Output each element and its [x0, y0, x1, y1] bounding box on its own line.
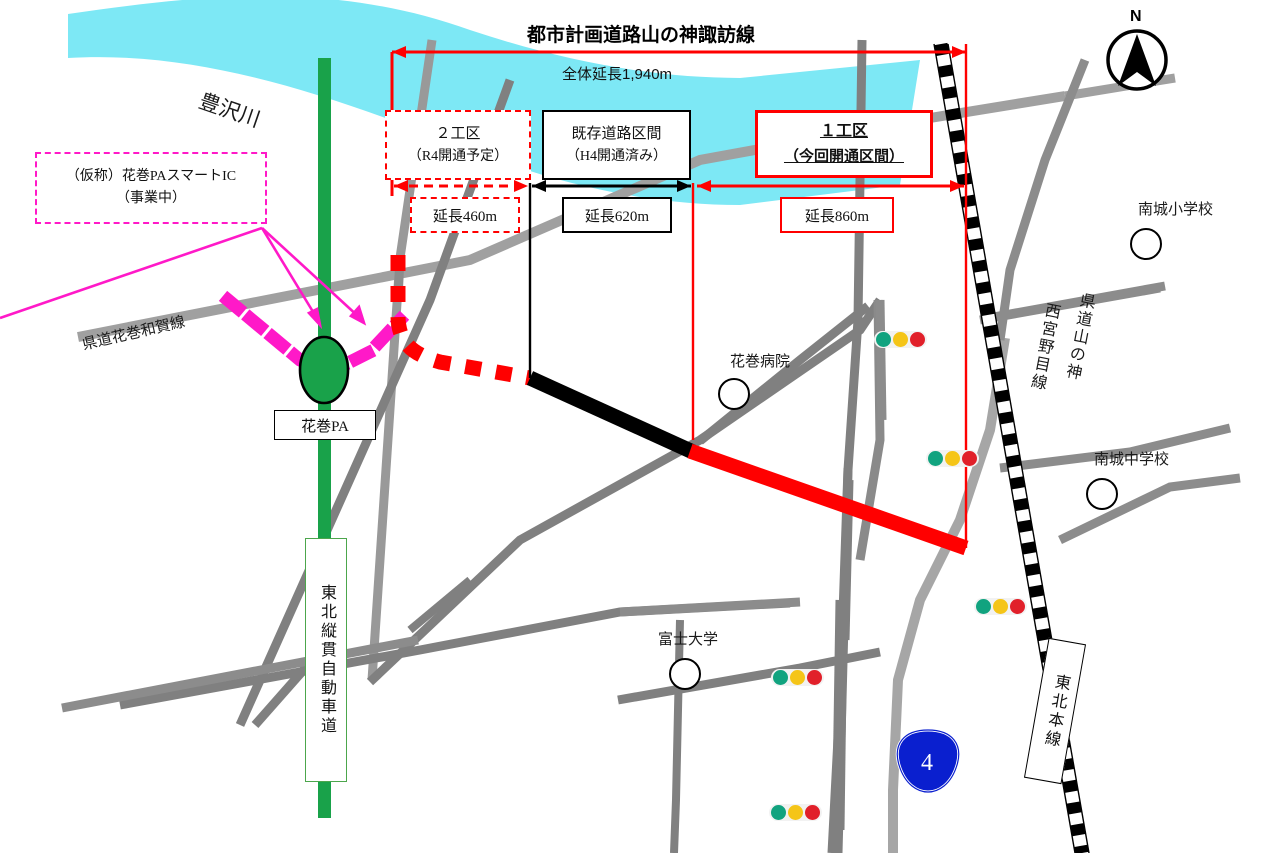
existing-road-section — [526, 371, 697, 459]
section2-callout-line2: （R4開通予定） — [407, 148, 509, 164]
nanjo-junior-high-school-label: 南城中学校 — [1094, 452, 1170, 468]
signal-yellow-lamp — [788, 805, 803, 820]
signal-red-lamp — [962, 451, 977, 466]
smart-ic-callout: （仮称）花巻PAスマートIC （事業中） — [35, 152, 267, 224]
signal-green-lamp — [976, 599, 991, 614]
hanamaki-pa-marker — [298, 335, 350, 405]
tohoku-expressway-label: 東北縦貫自動車道 — [318, 584, 335, 736]
signal-yellow-lamp — [893, 332, 908, 347]
signal-red-lamp — [805, 805, 820, 820]
figure-title: 都市計画道路山の神諏訪線 — [527, 25, 756, 46]
signal-green-lamp — [928, 451, 943, 466]
smart-ic-callout-line1: （仮称）花巻PAスマートIC — [65, 168, 237, 184]
hanamaki-pa-label-box: 花巻PA — [274, 410, 376, 440]
nanjo-elementary-school-marker — [1130, 228, 1162, 260]
nanjo-elementary-school-label: 南城小学校 — [1138, 202, 1214, 218]
signal-green-lamp — [773, 670, 788, 685]
tohoku-main-line-label: 東北本線 — [1040, 672, 1071, 750]
smart-ic-callout-line2: （事業中） — [116, 191, 186, 206]
existing-length-box: 延長620m — [562, 197, 672, 233]
fuji-university-label: 富士大学 — [658, 632, 719, 648]
signal-red-lamp — [807, 670, 822, 685]
signal-green-lamp — [876, 332, 891, 347]
existing-length-label: 延長620m — [584, 208, 650, 225]
section1-length-label: 延長860m — [804, 208, 870, 225]
signal-yellow-lamp — [790, 670, 805, 685]
hanamaki-hospital-marker — [718, 378, 750, 410]
signal-red-lamp — [1010, 599, 1025, 614]
section1-length-box: 延長860m — [780, 197, 894, 233]
existing-section-callout: 既存道路区間 （H4開通済み） — [542, 110, 691, 180]
signal-red-lamp — [910, 332, 925, 347]
smart-ic-callout-arrows — [0, 226, 367, 330]
traffic-signal-3 — [974, 598, 1027, 615]
section2-length-box: 延長460m — [410, 197, 520, 233]
nanjo-junior-high-school-marker — [1086, 478, 1118, 510]
traffic-signal-5 — [769, 804, 822, 821]
hanamaki-hospital-label: 花巻病院 — [730, 354, 791, 370]
traffic-signal-1 — [874, 331, 927, 348]
route-4-shield — [895, 728, 961, 794]
signal-green-lamp — [771, 805, 786, 820]
tohoku-expressway-label-box: 東北縦貫自動車道 — [305, 538, 347, 782]
section2-planned-road — [390, 255, 532, 386]
signal-yellow-lamp — [993, 599, 1008, 614]
section1-opened-road — [687, 443, 969, 556]
section1-callout-line2: （今回開通区間） — [783, 148, 904, 165]
total-length-label: 全体延長1,940m — [562, 66, 673, 83]
section2-length-label: 延長460m — [432, 208, 498, 225]
traffic-signal-4 — [771, 669, 824, 686]
fuji-university-marker — [669, 658, 701, 690]
hanamaki-pa-label: 花巻PA — [301, 418, 349, 435]
compass-north-label: N — [1130, 8, 1142, 25]
route-4-number: 4 — [921, 750, 933, 776]
section1-callout: １工区 （今回開通区間） — [755, 110, 933, 178]
traffic-signal-2 — [926, 450, 979, 467]
section2-callout-line1: ２工区 — [435, 125, 481, 142]
compass-rose — [1106, 29, 1168, 91]
existing-callout-line1: 既存道路区間 — [571, 125, 662, 142]
signal-yellow-lamp — [945, 451, 960, 466]
section1-callout-line1: １工区 — [819, 123, 868, 141]
section2-callout: ２工区 （R4開通予定） — [385, 110, 531, 180]
existing-callout-line2: （H4開通済み） — [565, 148, 668, 164]
